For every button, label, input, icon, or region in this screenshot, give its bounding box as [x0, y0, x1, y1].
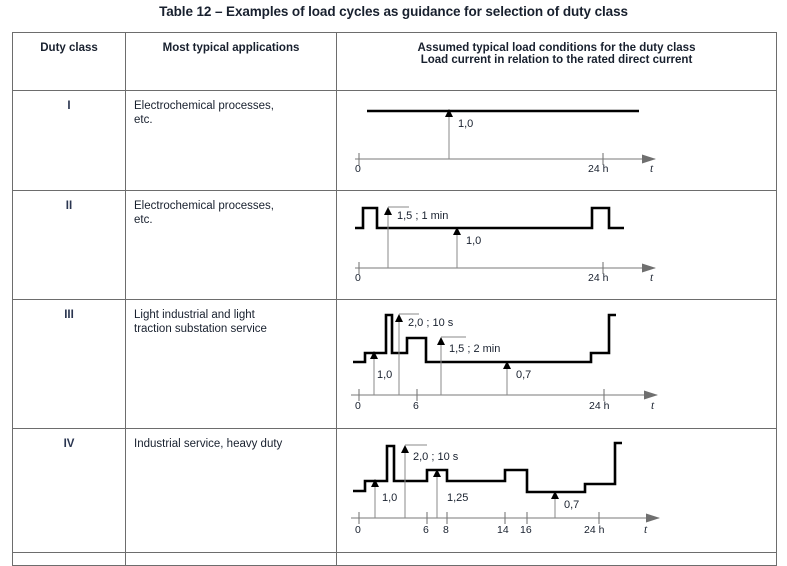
- axis-arrow-icon: [646, 513, 660, 523]
- tick-label-0: 0: [355, 163, 361, 174]
- annotation-1-5: 1,5 ; 2 min: [449, 343, 500, 355]
- annotation-1-5: 1,5 ; 1 min: [397, 210, 448, 222]
- cell-duty-class: II: [12, 190, 126, 300]
- waveform-path: [355, 206, 624, 230]
- cell-chart-empty: [336, 552, 777, 566]
- leader-arrow-icon-1-5: [437, 337, 445, 345]
- axis-symbol-t: t: [650, 272, 654, 283]
- leader-arrow-icon-1-0: [371, 479, 379, 487]
- table-row: I Electrochemical processes,etc.: [12, 90, 777, 191]
- leader-arrow-icon-1-0: [370, 351, 378, 359]
- cell-applications-empty: [125, 552, 337, 566]
- cell-load-cycle-chart-4: 1,0 2,0 ; 10 s 1,25 0,7 0 6 8: [336, 428, 777, 553]
- annotation-1-0: 1,0: [377, 369, 392, 381]
- annotation-0-7: 0,7: [564, 499, 579, 511]
- tick-label-0: 0: [355, 272, 361, 283]
- leader-arrow-icon-2-0: [395, 314, 403, 322]
- leader-arrow-icon-2-0: [401, 445, 409, 453]
- tick-label-0: 0: [355, 524, 361, 536]
- axis-symbol-t: t: [650, 163, 654, 174]
- waveform-path: [353, 313, 616, 364]
- column-header-duty-class: Duty class: [12, 32, 126, 91]
- cell-load-cycle-chart-3: 1,0 2,0 ; 10 s 1,5 ; 2 min 0,7 0: [336, 299, 777, 429]
- tick-label-24h: 24 h: [584, 524, 605, 536]
- annotation-1-0: 1,0: [458, 118, 473, 130]
- cell-applications: Electrochemical processes,etc.: [125, 90, 337, 191]
- leader-arrow-icon-1-25: [433, 469, 441, 477]
- column-header-conditions-line2: Load current in relation to the rated di…: [420, 54, 693, 66]
- tick-label-0: 0: [355, 400, 361, 412]
- cell-duty-class-empty: [12, 552, 126, 566]
- cell-applications: Electrochemical processes,etc.: [125, 190, 337, 300]
- load-cycle-diagram-class-ii: 1,5 ; 1 min 1,0 0 24 h t: [355, 206, 656, 283]
- tick-label-24h: 24 h: [588, 163, 609, 174]
- tick-label-24h: 24 h: [588, 272, 609, 283]
- column-header-conditions-line1: Assumed typical load conditions for the …: [417, 42, 696, 54]
- load-cycle-table: Duty class Most typical applications Ass…: [12, 32, 777, 566]
- table-row: II Electrochemical processes,etc. 1,5 ; …: [12, 190, 777, 300]
- load-cycle-diagram-class-iii: 1,0 2,0 ; 10 s 1,5 ; 2 min 0,7 0: [351, 313, 658, 412]
- cell-duty-class: I: [12, 90, 126, 191]
- axis-symbol-t: t: [651, 400, 655, 412]
- load-cycle-diagram-class-i: 1,0 0 24 h t: [355, 109, 656, 174]
- table-row-partial: [12, 552, 777, 566]
- cell-duty-class: III: [12, 299, 126, 429]
- leader-arrow-icon-0-7: [503, 361, 511, 369]
- annotation-0-7: 0,7: [516, 369, 531, 381]
- axis-arrow-icon: [644, 390, 658, 400]
- table-row: IV Industrial service, heavy duty: [12, 428, 777, 553]
- annotation-1-0: 1,0: [382, 492, 397, 504]
- annotation-1-25: 1,25: [447, 492, 468, 504]
- tick-label-6: 6: [413, 400, 419, 412]
- axis-symbol-t: t: [644, 524, 648, 536]
- column-header-conditions: Assumed typical load conditions for the …: [336, 32, 777, 91]
- leader-arrow-icon-1-0: [445, 109, 453, 117]
- tick-label-6: 6: [423, 524, 429, 536]
- annotation-1-0: 1,0: [466, 235, 481, 247]
- tick-label-24h: 24 h: [589, 400, 610, 412]
- cell-applications: Industrial service, heavy duty: [125, 428, 337, 553]
- axis-arrow-icon: [642, 154, 656, 164]
- tick-label-14: 14: [497, 524, 509, 536]
- column-header-applications: Most typical applications: [125, 32, 337, 91]
- load-cycle-diagram-class-iv: 1,0 2,0 ; 10 s 1,25 0,7 0 6 8: [351, 441, 660, 536]
- axis-arrow-icon: [642, 263, 656, 273]
- leader-arrow-icon-0-7: [551, 491, 559, 499]
- cell-duty-class: IV: [12, 428, 126, 553]
- cell-load-cycle-chart-1: 1,0 0 24 h t: [336, 90, 777, 191]
- leader-arrow-icon-1-5: [384, 207, 392, 215]
- cell-load-cycle-chart-2: 1,5 ; 1 min 1,0 0 24 h t: [336, 190, 777, 300]
- table-header-row: Duty class Most typical applications Ass…: [12, 32, 777, 91]
- leader-arrow-icon-1-0: [453, 227, 461, 235]
- page-title: Table 12 – Examples of load cycles as gu…: [159, 4, 628, 19]
- page-root: Table 12 – Examples of load cycles as gu…: [12, 4, 777, 566]
- annotation-2-0: 2,0 ; 10 s: [413, 451, 459, 463]
- annotation-2-0: 2,0 ; 10 s: [408, 317, 454, 329]
- tick-label-16: 16: [520, 524, 532, 536]
- waveform-path: [353, 441, 622, 494]
- tick-label-8: 8: [443, 524, 449, 536]
